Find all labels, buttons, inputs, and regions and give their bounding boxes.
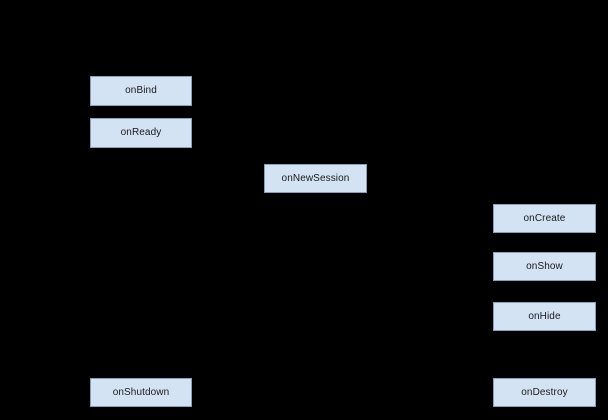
node-on-new-session[interactable]: onNewSession	[264, 164, 367, 193]
node-on-ready[interactable]: onReady	[90, 118, 192, 148]
node-label: onHide	[528, 310, 561, 322]
node-on-shutdown[interactable]: onShutdown	[90, 378, 192, 407]
node-label: onNewSession	[281, 172, 350, 184]
node-on-destroy[interactable]: onDestroy	[493, 378, 596, 407]
node-on-show[interactable]: onShow	[493, 252, 596, 281]
node-label: onDestroy	[521, 386, 568, 398]
node-on-bind[interactable]: onBind	[90, 76, 192, 106]
node-label: onBind	[125, 85, 157, 96]
node-on-create[interactable]: onCreate	[493, 204, 596, 233]
node-label: onShow	[526, 260, 563, 272]
node-label: onShutdown	[112, 386, 170, 398]
node-on-hide[interactable]: onHide	[493, 302, 596, 331]
node-label: onCreate	[523, 212, 566, 224]
node-label: onReady	[120, 127, 162, 138]
